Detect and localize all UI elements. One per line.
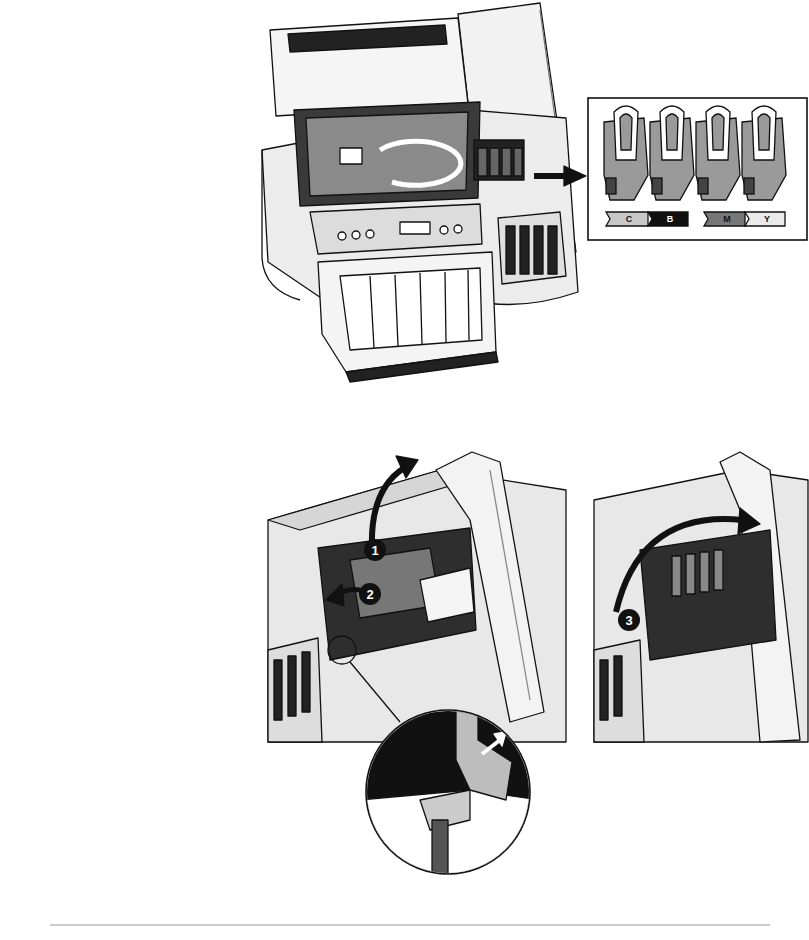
color-tag-label: Y — [764, 215, 770, 224]
printhead-shape — [696, 106, 740, 200]
footer-rule — [50, 924, 770, 926]
printhead-shape — [650, 106, 694, 200]
callout-circles — [359, 539, 640, 631]
printhead-shape — [604, 106, 648, 200]
printer-top-view — [262, 3, 586, 382]
callout-number: 1 — [371, 544, 378, 557]
printhead-inset — [588, 98, 807, 240]
close-cover-step-right — [594, 452, 808, 742]
callout-number: 3 — [625, 614, 632, 627]
open-cover-step-left — [268, 452, 566, 880]
callout-number: 2 — [366, 588, 373, 601]
printhead-shape — [742, 106, 786, 200]
color-tag-label: M — [723, 215, 731, 224]
color-tag-label: C — [626, 215, 633, 224]
color-tag-label: B — [667, 215, 674, 224]
